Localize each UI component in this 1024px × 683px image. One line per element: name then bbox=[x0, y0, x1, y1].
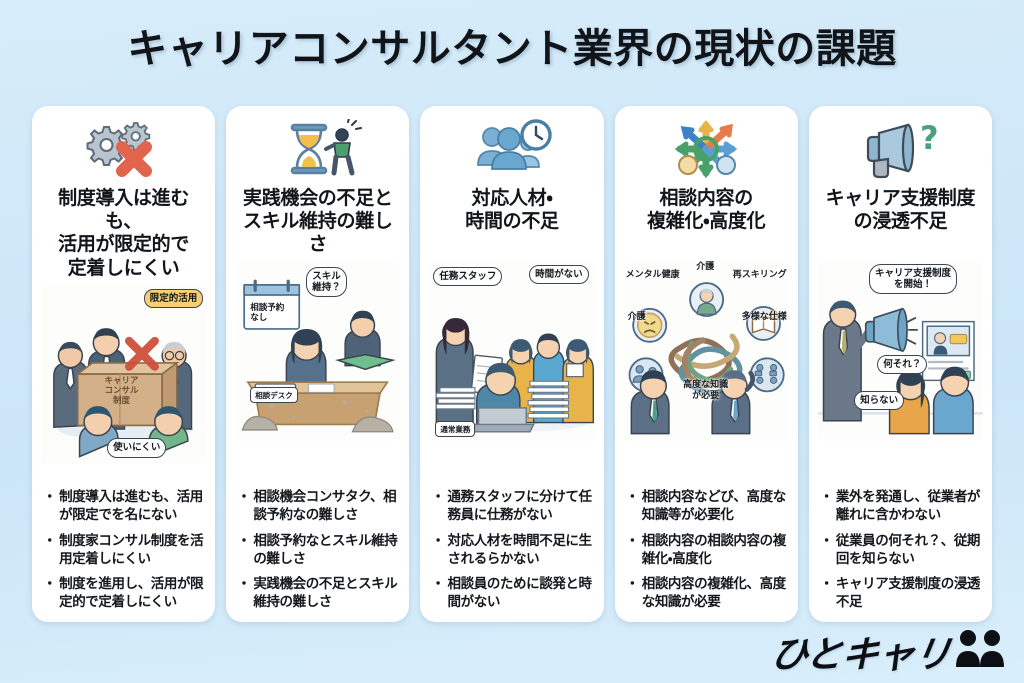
page-title: キャリアコンサルタント業界の現状の課題 bbox=[127, 26, 897, 72]
bullet-item: ・制度を進用し、活用が限定的で定着しにくい bbox=[43, 576, 204, 611]
normal-duties-label: 通常業務 bbox=[435, 421, 476, 437]
bullet-item: ・相談内容の相談内容の複雑化・高度化 bbox=[625, 532, 787, 567]
bullet-dot: ・ bbox=[819, 489, 834, 506]
topic-label-caregiving-top: 介護 bbox=[696, 262, 715, 272]
bullet-dot: ・ bbox=[431, 576, 445, 593]
desk-label: 相談デスク bbox=[250, 387, 298, 403]
card-5-heading: キャリア支援制度 の浸透不足 bbox=[825, 187, 976, 233]
bullet-dot: ・ bbox=[43, 532, 57, 549]
calendar-label: 相談予約 なし bbox=[250, 302, 285, 323]
topic-label-caregiving-left: 介護 bbox=[627, 312, 646, 322]
svg-text:?: ? bbox=[920, 119, 939, 157]
bullet-dot: ・ bbox=[43, 576, 57, 593]
manager-announcing-to-unaware-employees: キャリア支援制度 を開始！ 何それ？ 知らない bbox=[817, 261, 984, 441]
bullet-item: ・業外を発通し、従業者が離れに含かわない bbox=[819, 489, 981, 523]
box-label: キャリア コンサル 制度 bbox=[104, 375, 139, 406]
bullet-item: ・キャリア支援制度の浸透不足 bbox=[819, 576, 981, 611]
issue-card-3: 対応人材・ 時間の不足 bbox=[420, 106, 604, 622]
gears-with-red-x-icon bbox=[41, 118, 206, 180]
bullet-dot: ・ bbox=[237, 576, 251, 593]
bullet-dot: ・ bbox=[625, 489, 640, 506]
two-people-icon bbox=[954, 627, 1006, 671]
card-5-bullets: ・業外を発通し、従業者が離れに含かわない ・従業員の何それ？、従期回を知らない … bbox=[818, 483, 983, 614]
bullet-dot: ・ bbox=[819, 576, 834, 593]
issue-card-list: 制度導入は進むも、 活用が限定的で 定着しにくい bbox=[32, 106, 993, 622]
tangled-threads-with-topic-bubbles: メンタル健康 介護 再スキリング 介護 多様な仕様 高度な知識 が必要 bbox=[623, 261, 789, 441]
card-2-heading: 実践機会の不足と スキル維持の難しさ bbox=[243, 187, 393, 256]
bullet-item: ・通務スタッフに分けて任務員に仕務がない bbox=[431, 489, 592, 523]
bullet-dot: ・ bbox=[237, 489, 251, 506]
bullet-dot: ・ bbox=[43, 489, 57, 506]
bullet-dot: ・ bbox=[625, 532, 640, 549]
topic-label-mental-health: メンタル健康 bbox=[625, 270, 680, 280]
card-1-bullets: ・制度導入は進むも、活用が限定でを名にない ・制度家コンサル制度を活用定着しにく… bbox=[41, 483, 206, 614]
issue-card-1: 制度導入は進むも、 活用が限定的で 定着しにくい bbox=[32, 106, 216, 622]
bullet-item: ・対応人材を時間不足に生されるらかない bbox=[431, 532, 592, 567]
brand-logo: ひとキャリ bbox=[767, 627, 1006, 676]
bullet-item: ・相談機会コンサタク、相談予約なの難しさ bbox=[237, 489, 397, 523]
callout-whats-that: 何それ？ bbox=[877, 354, 928, 374]
callout-hard-to-use: 使いにくい bbox=[107, 438, 167, 458]
card-4-heading: 相談内容の 複雑化・高度化 bbox=[647, 187, 766, 233]
bullet-dot: ・ bbox=[819, 532, 834, 549]
callout-dont-know: 知らない bbox=[854, 390, 905, 410]
overworked-staff-with-paper-stacks: 任務スタッフ 時間がない 通常業務 bbox=[429, 261, 595, 441]
card-3-bullets: ・通務スタッフに分けて任務員に仕務がない ・対応人材を時間不足に生されるらかない… bbox=[429, 483, 594, 614]
businessmen-carrying-career-system-box: キャリア コンサル 制度 限定的活用 使いにくい bbox=[41, 283, 207, 464]
bullet-item: ・相談内容の複雑化、高度な知識が必要 bbox=[625, 576, 787, 611]
people-with-clock-icon bbox=[429, 118, 594, 180]
hourglass-with-person-pushing-icon bbox=[235, 118, 400, 180]
bullet-item: ・相談員のために談発と時間がない bbox=[431, 576, 592, 611]
bullet-dot: ・ bbox=[237, 532, 251, 549]
bullet-item: ・制度家コンサル制度を活用定着しにくい bbox=[43, 532, 204, 567]
issue-card-4: 相談内容の 複雑化・高度化 bbox=[614, 106, 798, 622]
bullet-item: ・従業員の何それ？、従期回を知らない bbox=[819, 532, 981, 567]
callout-system-launch: キャリア支援制度 を開始！ bbox=[869, 264, 958, 295]
topic-label-diverse-spec: 多様な仕様 bbox=[741, 312, 787, 322]
bullet-item: ・相談内容などび、高度な知識等が必要化 bbox=[625, 489, 787, 523]
card-3-heading: 対応人材・ 時間の不足 bbox=[465, 187, 559, 233]
megaphone-with-question-mark-icon: ? bbox=[818, 118, 983, 180]
bullet-dot: ・ bbox=[625, 576, 640, 593]
topic-label-reskilling: 再スキリング bbox=[732, 270, 787, 280]
empty-consultation-desk-with-dust: 相談予約 なし 相談デスク スキル 維持？ bbox=[235, 261, 401, 441]
card-4-bullets: ・相談内容などび、高度な知識等が必要化 ・相談内容の相談内容の複雑化・高度化 ・… bbox=[624, 483, 789, 614]
callout-advanced-knowledge-needed: 高度な知識 が必要 bbox=[683, 379, 729, 401]
brand-logo-text: ひとキャリ bbox=[767, 633, 954, 676]
bullet-item: ・制度導入は進むも、活用が限定でを名にない bbox=[43, 489, 203, 523]
callout-limited-use: 限定的活用 bbox=[143, 288, 204, 308]
callout-skill-maintenance: スキル 維持？ bbox=[306, 267, 347, 298]
callout-assigned-staff: 任務スタッフ bbox=[433, 267, 503, 287]
card-2-bullets: ・相談機会コンサタク、相談予約なの難しさ ・相談予約なとスキル維持の難しさ ・実… bbox=[235, 483, 400, 614]
issue-card-5: ? キャリア支援制度 の浸透不足 bbox=[808, 106, 993, 622]
issue-card-2: 実践機会の不足と スキル維持の難しさ bbox=[226, 106, 410, 622]
bullet-item: ・実践機会の不足とスキル維持の難しさ bbox=[237, 576, 398, 611]
multi-direction-arrows-icon bbox=[624, 118, 789, 180]
callout-no-time: 時間がない bbox=[529, 265, 589, 285]
bullet-dot: ・ bbox=[431, 489, 445, 506]
bullet-item: ・相談予約なとスキル維持の難しさ bbox=[237, 532, 398, 567]
bullet-dot: ・ bbox=[431, 532, 445, 549]
card-1-heading: 制度導入は進むも、 活用が限定的で 定着しにくい bbox=[58, 187, 190, 279]
